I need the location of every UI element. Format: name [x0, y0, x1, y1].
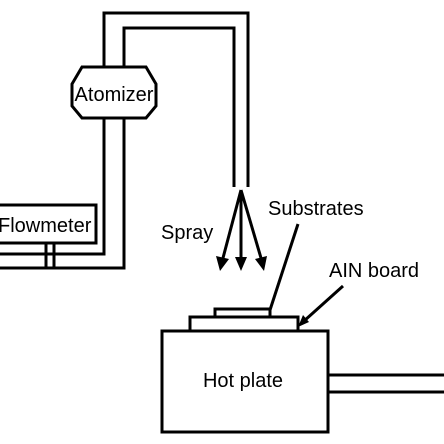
substrates-label: Substrates — [268, 198, 364, 220]
spray-arrowhead-left — [216, 256, 229, 271]
ain-board-arrowhead — [298, 315, 309, 327]
flowmeter-body — [0, 203, 98, 245]
spray-arrowhead-center — [235, 257, 247, 271]
substrates-pointer — [268, 223, 300, 311]
ain-board — [188, 315, 300, 333]
ain-board-label: AIN board — [329, 260, 419, 282]
atomizer-inlet-tube — [0, 118, 126, 270]
atomizer-body — [70, 65, 158, 120]
atomizer-outlet-tube — [102, 11, 250, 187]
hot-plate: Hot plate — [160, 329, 444, 434]
hot-plate-body — [160, 329, 330, 434]
hot-plate-label: Hot plate — [203, 370, 283, 392]
atomizer-label: Atomizer — [75, 84, 154, 106]
ain-board-pointer — [302, 284, 345, 323]
flowmeter: Flowmeter — [0, 203, 98, 245]
atomizer: Atomizer — [70, 65, 158, 120]
spray-label: Spray — [161, 222, 213, 244]
flowmeter-label: Flowmeter — [0, 215, 92, 237]
spray-arrowhead-right — [255, 256, 267, 271]
spray-arrows — [216, 189, 267, 271]
